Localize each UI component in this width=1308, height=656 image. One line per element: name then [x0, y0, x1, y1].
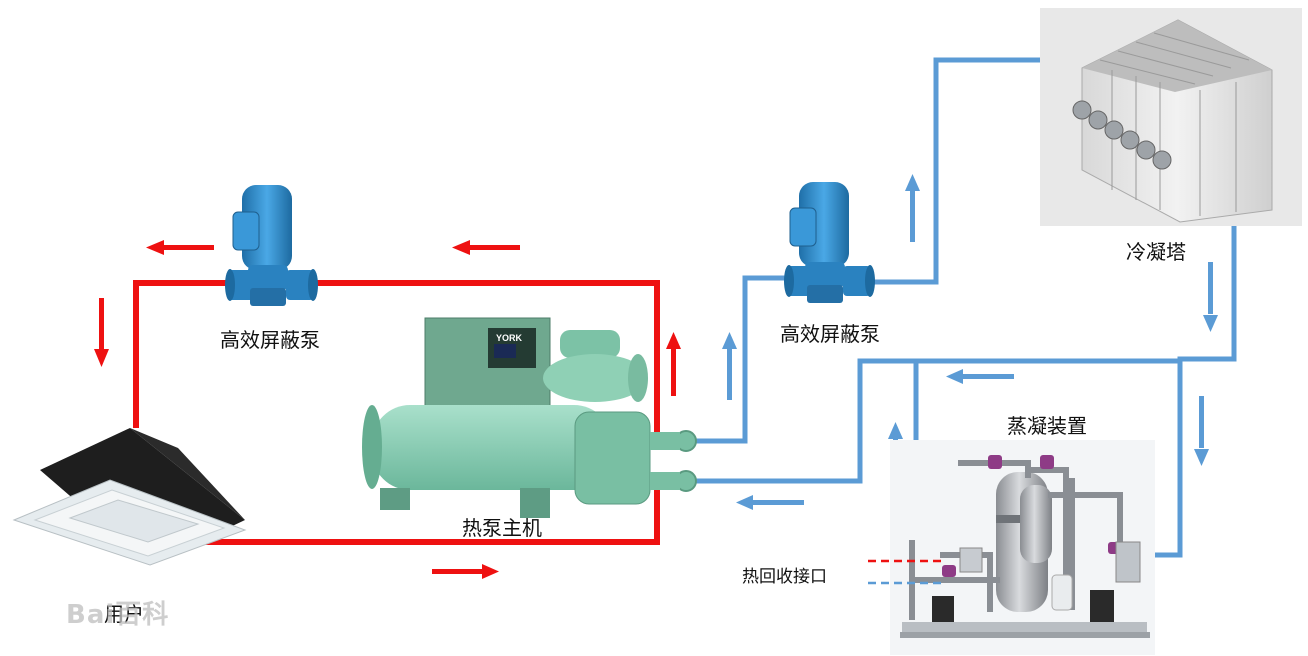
label-pump-right: 高效屏蔽泵 [780, 322, 880, 346]
label-heat-pump: 热泵主机 [462, 516, 542, 540]
condensing-unit [890, 440, 1155, 655]
label-condenser-device: 蒸凝装置 [1007, 414, 1087, 438]
shielded-pump-right [784, 182, 875, 303]
heat-pump-chiller: YORK [362, 317, 697, 518]
arrow-right-bottom [432, 564, 499, 579]
arrow-left-top-condenser [946, 369, 1014, 384]
arrow-left-1 [146, 240, 214, 255]
blue-pipe-to-chiller [690, 358, 1180, 484]
arrow-up-chiller [666, 332, 681, 396]
label-pump-left: 高效屏蔽泵 [220, 328, 320, 352]
blue-pipe-to-tower [860, 57, 1044, 285]
label-user: 用户 [104, 602, 144, 626]
arrow-up-pump-line [722, 332, 737, 400]
hot-pipe-bottom [185, 482, 660, 545]
arrow-down-condenser-line [1194, 396, 1209, 466]
arrow-left-2 [452, 240, 520, 255]
arrow-down-tower-return [1203, 262, 1218, 332]
shielded-pump-left [225, 185, 318, 306]
blue-pipe-to-pump [690, 275, 790, 444]
label-heat-recovery: 热回收接口 [742, 567, 827, 587]
red-flow-arrows [94, 240, 681, 579]
arrow-down-left [94, 298, 109, 367]
label-cooling-tower: 冷凝塔 [1126, 240, 1186, 264]
watermark: Bai百科 [66, 600, 170, 630]
cooling-tower [1040, 8, 1302, 226]
york-logo: YORK [496, 333, 523, 343]
arrow-left-to-chiller [736, 495, 804, 510]
hot-water-loop [133, 280, 660, 545]
arrow-up-tower-line [905, 174, 920, 242]
cooling-water-loop [690, 57, 1237, 558]
hot-pipe-top [133, 280, 660, 440]
user-cassette-unit [12, 428, 247, 566]
